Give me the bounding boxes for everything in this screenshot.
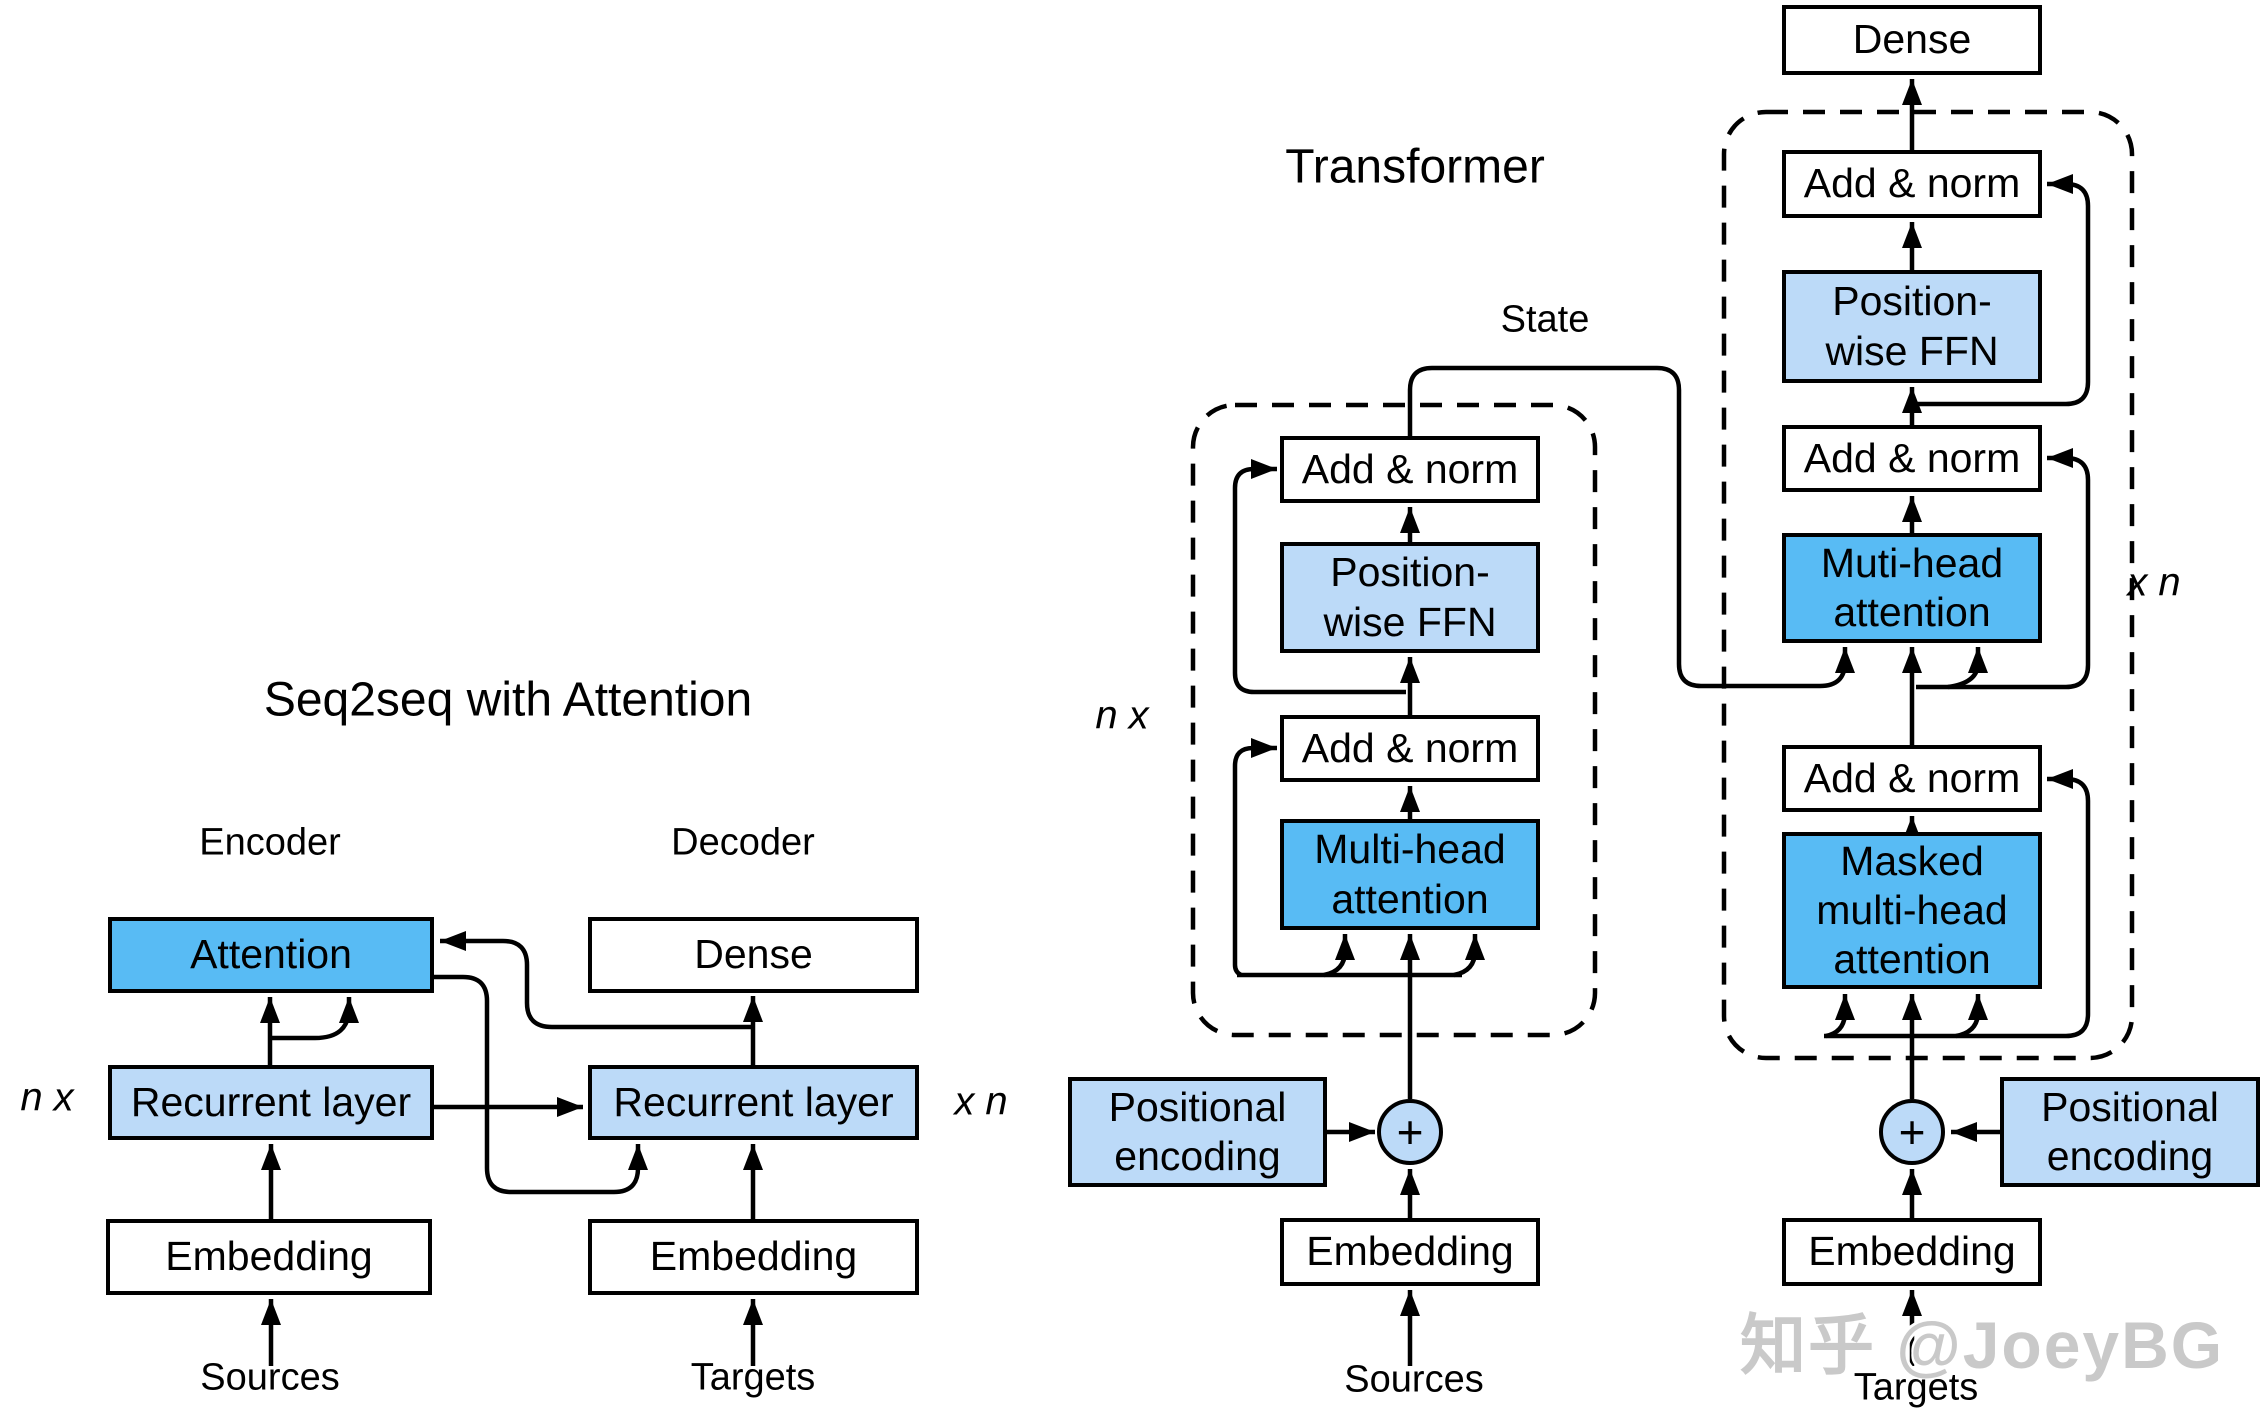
decoder-dense-box: Dense [1782, 5, 2042, 75]
seq2seq-repeat-left-label: n x [20, 1075, 74, 1120]
decoder-position-wise-ffn-box: Position- wise FFN [1782, 270, 2042, 383]
decoder-add-norm-3-box: Add & norm [1782, 745, 2042, 812]
encoder-add-plus-circle: + [1377, 1099, 1443, 1165]
seq2seq-dense-box: Dense [588, 917, 919, 993]
arrow-enc-mha-key-curl [1323, 934, 1355, 978]
seq2seq-title: Seq2seq with Attention [263, 673, 753, 727]
encoder-sources-label: Sources [1344, 1358, 1484, 1401]
seq2seq-decoder-recurrent-box: Recurrent layer [588, 1065, 919, 1140]
seq2seq-encoder-heading: Encoder [199, 821, 341, 864]
seq2seq-repeat-right-label: x n [954, 1079, 1008, 1124]
seq2seq-sources-label: Sources [200, 1356, 340, 1399]
arrow-dec-masked-value-curl [1955, 994, 1988, 1039]
seq2seq-attention-box: Attention [108, 917, 434, 993]
encoder-add-norm-bottom-box: Add & norm [1280, 715, 1540, 782]
seq2seq-decoder-embedding-box: Embedding [588, 1219, 919, 1295]
decoder-add-plus-circle: + [1879, 1099, 1945, 1165]
arrow-recurrent-to-attention-branch [270, 997, 359, 1041]
seq2seq-targets-label: Targets [690, 1356, 816, 1399]
encoder-positional-encoding-box: Positional encoding [1068, 1077, 1327, 1187]
decoder-positional-encoding-box: Positional encoding [2000, 1077, 2260, 1187]
watermark: 知乎 @JoeyBG [1740, 1308, 2225, 1382]
seq2seq-encoder-embedding-box: Embedding [106, 1219, 432, 1295]
decoder-muti-head-attention-box: Muti-head attention [1782, 533, 2042, 643]
decoder-repeat-label: x n [2127, 560, 2181, 605]
encoder-add-norm-top-box: Add & norm [1280, 436, 1540, 503]
arrow-dec-mutiha-value-curl [1947, 647, 1988, 690]
decoder-add-norm-1-box: Add & norm [1782, 150, 2042, 218]
encoder-position-wise-ffn-box: Position- wise FFN [1280, 542, 1540, 653]
arrow-enc-residual-lower [1232, 738, 1277, 978]
decoder-targets-label: Targets [1853, 1366, 1979, 1409]
transformer-title: Transformer [1285, 140, 1545, 194]
arrow-enc-mha-value-curl [1453, 934, 1485, 978]
transformer-state-label: State [1500, 298, 1590, 341]
seq2seq-encoder-recurrent-box: Recurrent layer [108, 1065, 434, 1140]
encoder-embedding-box: Embedding [1280, 1218, 1540, 1286]
seq2seq-decoder-heading: Decoder [671, 821, 815, 864]
encoder-repeat-label: n x [1095, 693, 1149, 738]
decoder-embedding-box: Embedding [1782, 1218, 2042, 1286]
encoder-multi-head-attention-box: Multi-head attention [1280, 819, 1540, 930]
decoder-add-norm-2-box: Add & norm [1782, 425, 2042, 492]
arrow-dec-masked-key-curl [1825, 994, 1855, 1039]
decoder-masked-multi-head-attention-box: Masked multi-head attention [1782, 832, 2042, 989]
